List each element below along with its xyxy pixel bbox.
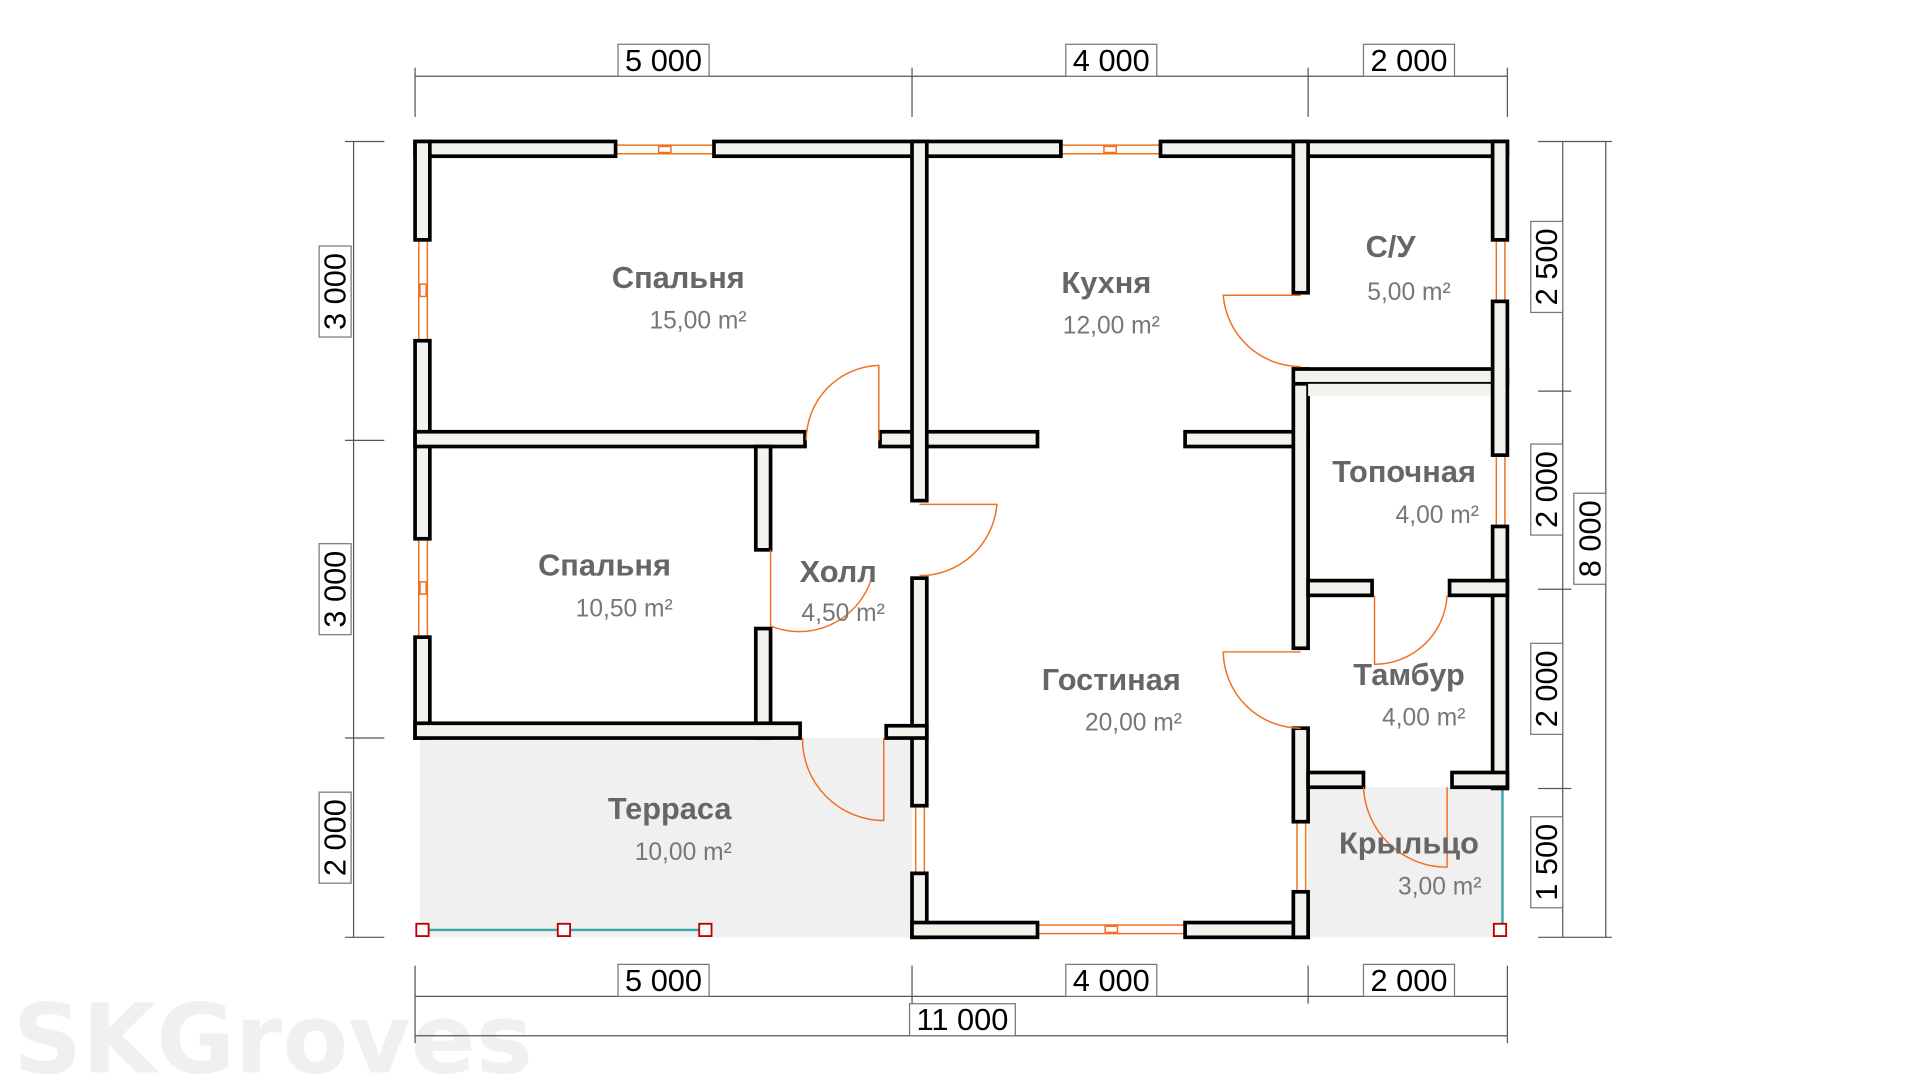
room-area: 10,50 m² — [576, 595, 673, 622]
dimension-label: 2 000 — [1370, 963, 1447, 998]
room-labels: Спальня 15,00 m² Кухня 12,00 m² С/У 5,00… — [538, 229, 1481, 900]
terrace-area — [420, 738, 913, 938]
porch-area — [1308, 787, 1503, 938]
dimension-label: 2 000 — [318, 799, 353, 876]
room-name: Спальня — [612, 260, 745, 295]
dimension-label: 2 500 — [1529, 228, 1564, 305]
room-area: 4,50 m² — [801, 600, 884, 627]
room-name: Крыльцо — [1339, 826, 1479, 861]
walls — [413, 139, 1510, 940]
dimension-label: 2 000 — [1529, 650, 1564, 727]
room-name: Гостиная — [1042, 662, 1181, 697]
room-name: Кухня — [1061, 265, 1151, 300]
dimension-label: 5 000 — [625, 963, 702, 998]
dimension-label: 1 500 — [1529, 824, 1564, 901]
dimension-label: 5 000 — [625, 43, 702, 78]
room-area: 15,00 m² — [649, 307, 746, 334]
dimension-label: 2 000 — [1370, 43, 1447, 78]
railing — [415, 787, 1508, 938]
dimension-label: 11 000 — [917, 1002, 1009, 1037]
watermark: SKGroves — [13, 984, 533, 1080]
room-name: Холл — [800, 554, 877, 589]
room-name: Спальня — [538, 548, 671, 583]
doors — [769, 294, 1448, 868]
room-area: 3,00 m² — [1398, 873, 1481, 900]
dimension-label: 2 000 — [1529, 451, 1564, 528]
dimension-label: 3 000 — [318, 253, 353, 330]
room-area: 12,00 m² — [1063, 312, 1160, 339]
dimension-label: 4 000 — [1073, 43, 1150, 78]
dimension-label: 3 000 — [318, 551, 353, 628]
room-name: Топочная — [1332, 454, 1476, 489]
room-area: 4,00 m² — [1396, 502, 1479, 529]
dimension-label: 4 000 — [1073, 963, 1150, 998]
room-area: 5,00 m² — [1367, 279, 1450, 306]
room-name: Терраса — [608, 791, 732, 826]
dimension-labels: 5 000 4 000 2 000 5 000 4 000 2 000 11 0… — [318, 43, 1608, 1037]
room-area: 10,00 m² — [635, 839, 732, 866]
room-name: С/У — [1366, 229, 1417, 264]
room-area: 4,00 m² — [1382, 705, 1465, 732]
room-name: Тамбур — [1353, 657, 1465, 692]
room-area: 20,00 m² — [1085, 710, 1182, 737]
dimension-label: 8 000 — [1572, 500, 1607, 577]
